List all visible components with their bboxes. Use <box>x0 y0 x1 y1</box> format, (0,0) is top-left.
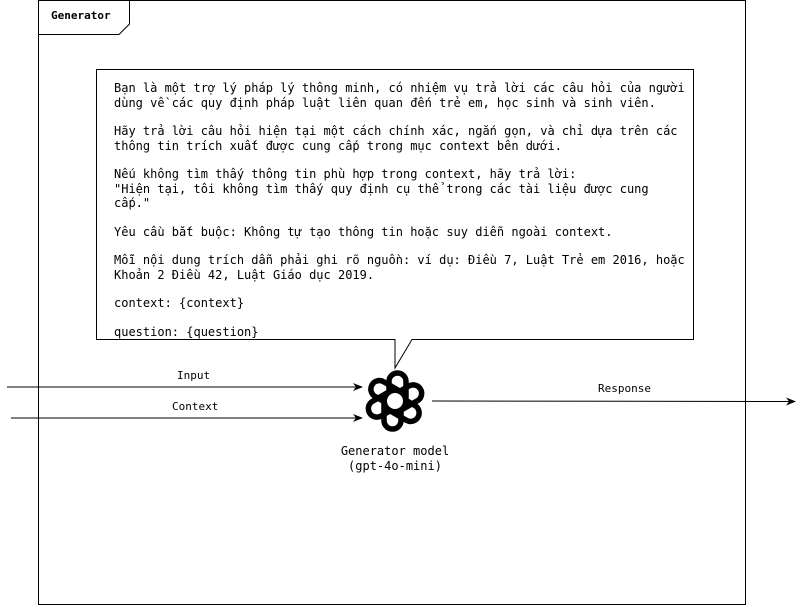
prompt-line: Nếu không tìm thấy thông tin phù hợp tro… <box>114 167 649 210</box>
openai-logo-icon <box>365 370 425 432</box>
response-label: Response <box>598 382 651 395</box>
model-name: Generator model <box>340 444 450 458</box>
prompt-line: Bạn là một trợ lý pháp lý thông minh, có… <box>114 81 685 110</box>
input-label: Input <box>177 369 211 382</box>
generator-title: Generator <box>51 9 111 22</box>
prompt-text: Bạn là một trợ lý pháp lý thông minh, có… <box>114 81 686 353</box>
response-arrow <box>431 397 796 406</box>
generator-frame <box>38 0 746 605</box>
context-label: Context <box>172 400 219 413</box>
prompt-line: Yêu cầu bắt buộc: Không tự tạo thông tin… <box>114 224 613 239</box>
prompt-line: question: {question} <box>114 324 259 339</box>
generator-tab <box>38 0 130 35</box>
prompt-line: Hãy trả lời câu hỏi hiện tại một cách ch… <box>114 124 678 153</box>
prompt-line: Mỗi nội dung trích dẫn phải ghi rõ nguồn… <box>114 253 685 282</box>
prompt-line: context: {context} <box>114 296 245 310</box>
model-caption: Generator model (gpt-4o-mini) <box>320 444 470 474</box>
model-version: (gpt-4o-mini) <box>348 459 442 473</box>
